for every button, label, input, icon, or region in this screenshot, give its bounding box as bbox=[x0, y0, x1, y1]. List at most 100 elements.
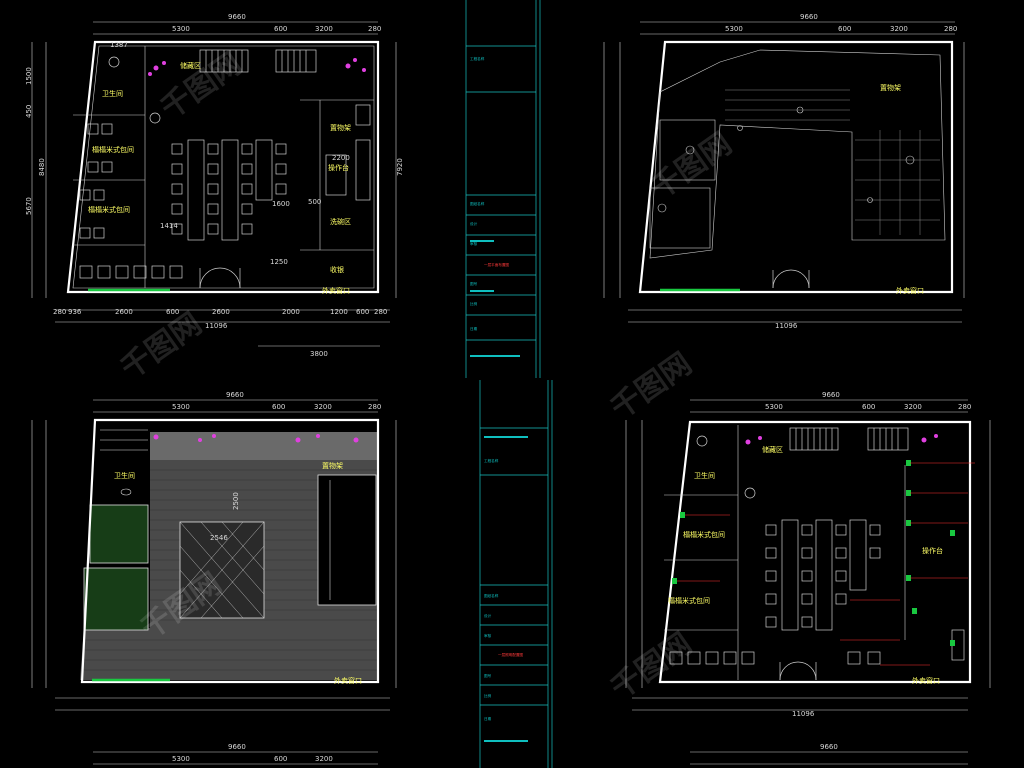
p4-label-exit: 外卖窗口 bbox=[912, 676, 940, 685]
tb2-row-date: 日期 bbox=[484, 716, 492, 721]
dim-top-3: 3200 bbox=[315, 25, 333, 33]
tb2-row-drawing: 图纸名称 bbox=[484, 593, 499, 598]
p5-dim-top-1: 5300 bbox=[172, 755, 190, 763]
p2-label-exit: 外卖窗口 bbox=[896, 286, 924, 295]
watermark-1: 千图网 bbox=[155, 46, 249, 126]
dim-bot-7: 1200 bbox=[330, 308, 348, 316]
watermark-2: 千图网 bbox=[115, 306, 209, 386]
dim-inner-5: 500 bbox=[308, 198, 321, 206]
label-shelf: 置物架 bbox=[330, 123, 351, 132]
p3-dim-1: 2546 bbox=[210, 534, 228, 542]
dim-overall: 9660 bbox=[228, 13, 246, 21]
p2-dim-top-1: 5300 bbox=[725, 25, 743, 33]
title-block-bottom: 工程名称 图纸名称 设计 审核 一层照明配置图 图号 比例 日期 bbox=[479, 380, 553, 768]
p4-label-toilet: 卫生间 bbox=[694, 471, 715, 480]
p4-dim-bottom-total: 11096 bbox=[792, 710, 815, 718]
p3-dim-top-4: 280 bbox=[368, 403, 381, 411]
dim-top-4: 280 bbox=[368, 25, 381, 33]
p4-label-ops: 操作台 bbox=[922, 546, 943, 555]
dim-top-2: 600 bbox=[274, 25, 287, 33]
p5-dim-top-2: 600 bbox=[274, 755, 287, 763]
p3-label-toilet: 卫生间 bbox=[114, 471, 135, 480]
p4-dim-top-1: 5300 bbox=[765, 403, 783, 411]
dim-bot-8: 600 bbox=[356, 308, 369, 316]
tb-row-drawing: 图纸名称 bbox=[470, 201, 485, 206]
tb2-row-project: 工程名称 bbox=[484, 458, 499, 463]
dim-left-1: 1500 bbox=[25, 67, 33, 85]
p2-dim-top-4: 280 bbox=[944, 25, 957, 33]
tb2-row-number: 图号 bbox=[484, 673, 492, 678]
p3-label-shelf: 置物架 bbox=[322, 461, 343, 470]
dim-bot-1: 280 bbox=[53, 308, 66, 316]
label-ops: 操作台 bbox=[328, 163, 349, 172]
p3-dim-top-1: 5300 bbox=[172, 403, 190, 411]
tb2-row-review: 审核 bbox=[484, 633, 492, 638]
dim-bot-5: 2600 bbox=[212, 308, 230, 316]
p4-label-tatami-top: 榻榻米式包间 bbox=[683, 530, 725, 539]
p2-label-shelf: 置物架 bbox=[880, 83, 901, 92]
dim-bot-9: 280 bbox=[374, 308, 387, 316]
dim-inner-1: 1387 bbox=[110, 41, 128, 49]
dim-extra: 3800 bbox=[310, 350, 328, 358]
floor-plan-flooring: 9660 5300 600 3200 280 bbox=[31, 391, 397, 711]
floor-plan-layout: 9660 5300 600 3200 280 1500 450 5670 848… bbox=[25, 13, 404, 358]
p2-dim-top-3: 3200 bbox=[890, 25, 908, 33]
p3-dim-top-3: 3200 bbox=[314, 403, 332, 411]
floor-plan-partial: 9660 5300 600 3200 9660 bbox=[93, 743, 968, 765]
p3-dim-overall: 9660 bbox=[226, 391, 244, 399]
dim-left-total: 8480 bbox=[38, 158, 46, 176]
p5-dim-overall-left: 9660 bbox=[228, 743, 246, 751]
tb2-row-design: 设计 bbox=[484, 613, 492, 618]
p2-dim-overall: 9660 bbox=[800, 13, 818, 21]
tb-row-number: 图号 bbox=[470, 281, 478, 286]
p3-label-exit: 外卖窗口 bbox=[334, 676, 362, 685]
p2-dim-bottom-total: 11096 bbox=[775, 322, 798, 330]
label-toilet: 卫生间 bbox=[102, 89, 123, 98]
label-tatami-top: 榻榻米式包间 bbox=[92, 145, 134, 154]
dim-bottom-total: 11096 bbox=[205, 322, 228, 330]
p3-dim-2: 2500 bbox=[232, 492, 240, 510]
p3-dim-top-2: 600 bbox=[272, 403, 285, 411]
label-storage: 储藏区 bbox=[180, 61, 201, 70]
dim-left-2: 450 bbox=[25, 105, 33, 118]
floor-plan-ceiling: 9660 5300 600 3200 280 bbox=[603, 13, 965, 330]
tb-row-project: 工程名称 bbox=[470, 56, 485, 61]
dim-bot-2: 936 bbox=[68, 308, 82, 316]
floor-plan-lighting: 9660 5300 600 3200 280 bbox=[625, 391, 991, 718]
watermark-6: 千图网 bbox=[605, 626, 699, 706]
dim-bot-3: 2600 bbox=[115, 308, 133, 316]
tb2-row-scale: 比例 bbox=[484, 693, 492, 698]
p4-dim-top-4: 280 bbox=[958, 403, 971, 411]
label-wash: 洗碗区 bbox=[330, 217, 351, 226]
p2-dim-top-2: 600 bbox=[838, 25, 851, 33]
title-block-top: 工程名称 图纸名称 设计 审核 一层平面布置图 图号 比例 日期 bbox=[465, 0, 541, 378]
tb-row-scale: 比例 bbox=[470, 301, 478, 306]
dim-bot-6: 2000 bbox=[282, 308, 300, 316]
p4-dim-overall: 9660 bbox=[822, 391, 840, 399]
p4-label-storage: 储藏区 bbox=[762, 445, 783, 454]
dim-left-3: 5670 bbox=[25, 197, 33, 215]
watermark-3: 千图网 bbox=[645, 126, 739, 206]
dim-bot-4: 600 bbox=[166, 308, 179, 316]
dim-top-1: 5300 bbox=[172, 25, 190, 33]
tb2-sheet-title: 一层照明配置图 bbox=[498, 652, 524, 657]
dim-inner-6: 1414 bbox=[160, 222, 178, 230]
dim-inner-2: 2200 bbox=[332, 154, 350, 162]
watermark-4: 千图网 bbox=[605, 346, 699, 426]
p4-dim-top-2: 600 bbox=[862, 403, 875, 411]
label-tatami-bottom: 榻榻米式包间 bbox=[88, 205, 130, 214]
tb-row-review: 审核 bbox=[470, 241, 478, 246]
tb-row-design: 设计 bbox=[470, 221, 478, 226]
dim-inner-4: 1250 bbox=[270, 258, 288, 266]
dim-right-total: 7920 bbox=[396, 158, 404, 176]
tb-row-date: 日期 bbox=[470, 326, 478, 331]
p4-label-tatami-bottom: 榻榻米式包间 bbox=[668, 596, 710, 605]
tb-sheet-title: 一层平面布置图 bbox=[484, 262, 510, 267]
label-exit: 外卖窗口 bbox=[322, 286, 350, 295]
label-cashier: 收银 bbox=[330, 265, 344, 274]
dim-inner-3: 1600 bbox=[272, 200, 290, 208]
p5-dim-top-3: 3200 bbox=[315, 755, 333, 763]
p4-dim-top-3: 3200 bbox=[904, 403, 922, 411]
p5-dim-overall-right: 9660 bbox=[820, 743, 838, 751]
